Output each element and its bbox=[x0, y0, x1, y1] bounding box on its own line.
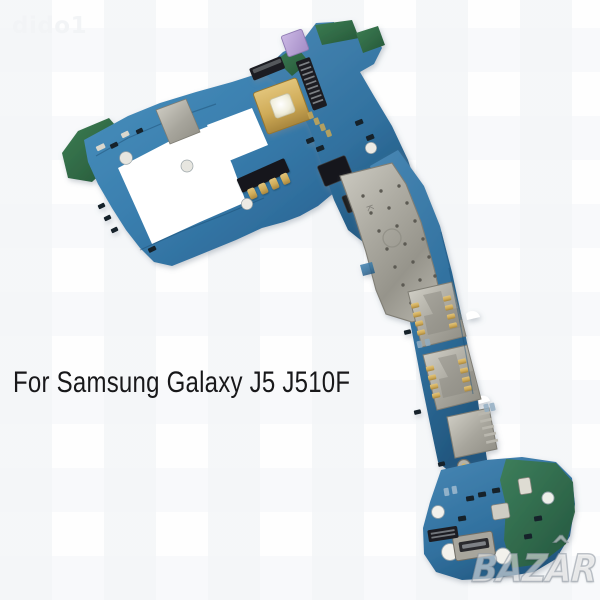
battery-contact-pins bbox=[236, 158, 291, 200]
solder-mask-green-tab-c bbox=[356, 26, 385, 53]
bazar-brand-watermark: BAZAR bbox=[470, 546, 599, 592]
corner-watermark-text: dido1 bbox=[12, 13, 88, 39]
solder-mask-green-tab-b bbox=[315, 20, 359, 45]
pcb-edge-notch bbox=[466, 310, 480, 320]
solder-pad-round-a bbox=[119, 151, 133, 165]
fpc-connector-camera bbox=[249, 56, 285, 81]
svg-text:K: K bbox=[363, 204, 375, 214]
smd-chip-cluster-bottom bbox=[457, 487, 543, 540]
sim-gold-contacts bbox=[410, 295, 458, 336]
battery-pin-group bbox=[247, 172, 291, 200]
silkscreen-marks-bottom bbox=[443, 485, 458, 497]
solder-pad-round-b bbox=[180, 159, 194, 173]
mounting-hole-c bbox=[431, 505, 445, 519]
mounting-hole-b bbox=[494, 547, 512, 565]
smd-chip-cluster-wing bbox=[97, 127, 157, 253]
board-diagonal-spine: K bbox=[339, 150, 499, 474]
fpc-connector-display bbox=[296, 57, 327, 111]
vibration-motor-contact bbox=[517, 477, 533, 495]
bazar-text-after: R bbox=[569, 546, 598, 592]
mounting-hole-d bbox=[541, 491, 555, 505]
shield-embossed-ring bbox=[382, 228, 402, 248]
smd-pad-cluster-wing bbox=[95, 130, 130, 152]
product-caption: For Samsung Galaxy J5 J510F bbox=[13, 366, 351, 399]
gold-pad-strip bbox=[307, 111, 332, 138]
microsd-card-slot bbox=[446, 407, 499, 459]
board-cutout-large bbox=[118, 124, 246, 244]
fpc-connector-bottom bbox=[427, 525, 459, 543]
smd-chip-cluster-spine bbox=[403, 329, 446, 467]
emi-shield-small bbox=[155, 98, 201, 145]
led-camera-flash bbox=[253, 77, 311, 135]
sim-gold-contacts-2 bbox=[425, 358, 473, 399]
micro-usb-charging-port bbox=[452, 530, 496, 562]
microsd-contacts bbox=[477, 410, 499, 444]
silkscreen-marks bbox=[416, 338, 496, 413]
pcb-trace-accents-spine bbox=[440, 231, 474, 395]
bazar-text-before: BAZ bbox=[470, 546, 548, 592]
microphone-component bbox=[490, 502, 511, 521]
bazar-text-accent: A bbox=[544, 546, 574, 592]
solder-pad-round-c bbox=[241, 198, 253, 210]
purple-filter-component bbox=[281, 29, 309, 57]
sim-card-slot-secondary bbox=[422, 344, 482, 411]
sim-card-slot-primary bbox=[407, 281, 467, 348]
solder-pad-round-e bbox=[365, 142, 377, 154]
board-cutout-small bbox=[207, 108, 268, 163]
